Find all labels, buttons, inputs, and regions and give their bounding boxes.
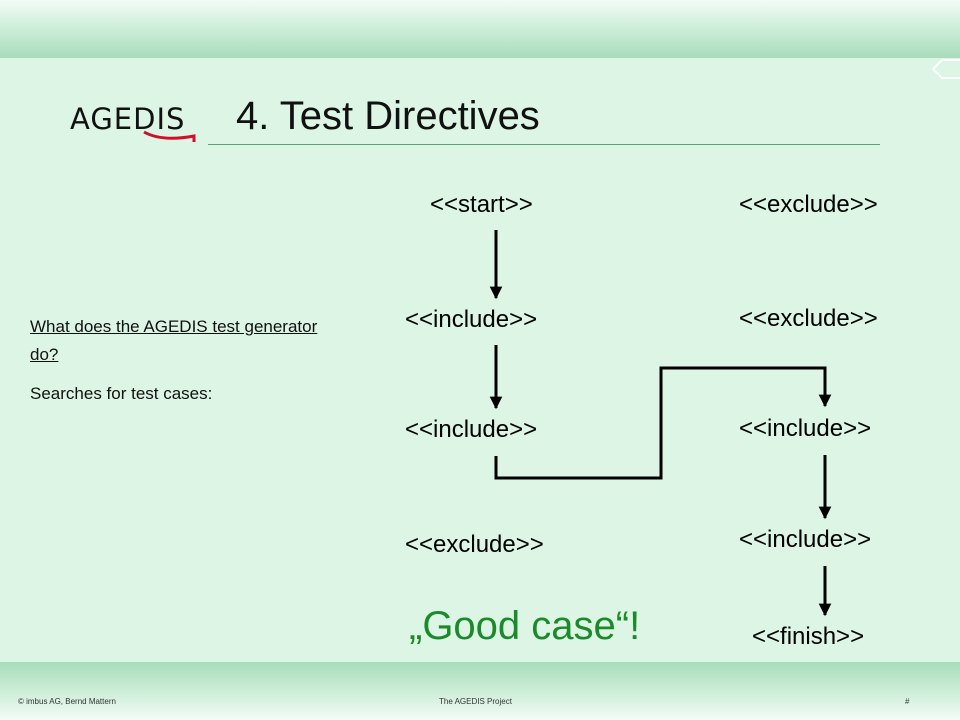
home-icon[interactable] (930, 58, 960, 80)
sidebar-question: What does the AGEDIS test generator do? (30, 317, 318, 364)
node-start: <<start>> (430, 191, 533, 218)
node-include-4: <<include>> (739, 526, 872, 553)
footer-band (0, 662, 960, 720)
footer-page-number: # (905, 697, 910, 706)
agedis-logo: AGEDIS (70, 102, 186, 136)
header-band (0, 0, 960, 58)
node-include-1: <<include>> (405, 306, 538, 333)
node-finish: <<finish>> (752, 623, 865, 650)
footer-copyright: © imbus AG, Bernd Mattern (18, 697, 116, 706)
good-case-label: „Good case“! (409, 604, 641, 648)
node-include-3: <<include>> (739, 415, 872, 442)
sidebar-statement: Searches for test cases: (30, 384, 213, 403)
node-exclude-2: <<exclude>> (739, 305, 878, 332)
node-exclude-1: <<exclude>> (739, 191, 878, 218)
node-include-2: <<include>> (405, 416, 538, 443)
title-divider (208, 144, 880, 145)
logo-swoosh-icon (143, 130, 196, 142)
page-title: 4. Test Directives (236, 94, 540, 138)
footer-project: The AGEDIS Project (439, 697, 512, 706)
node-exclude-left: <<exclude>> (405, 531, 544, 558)
